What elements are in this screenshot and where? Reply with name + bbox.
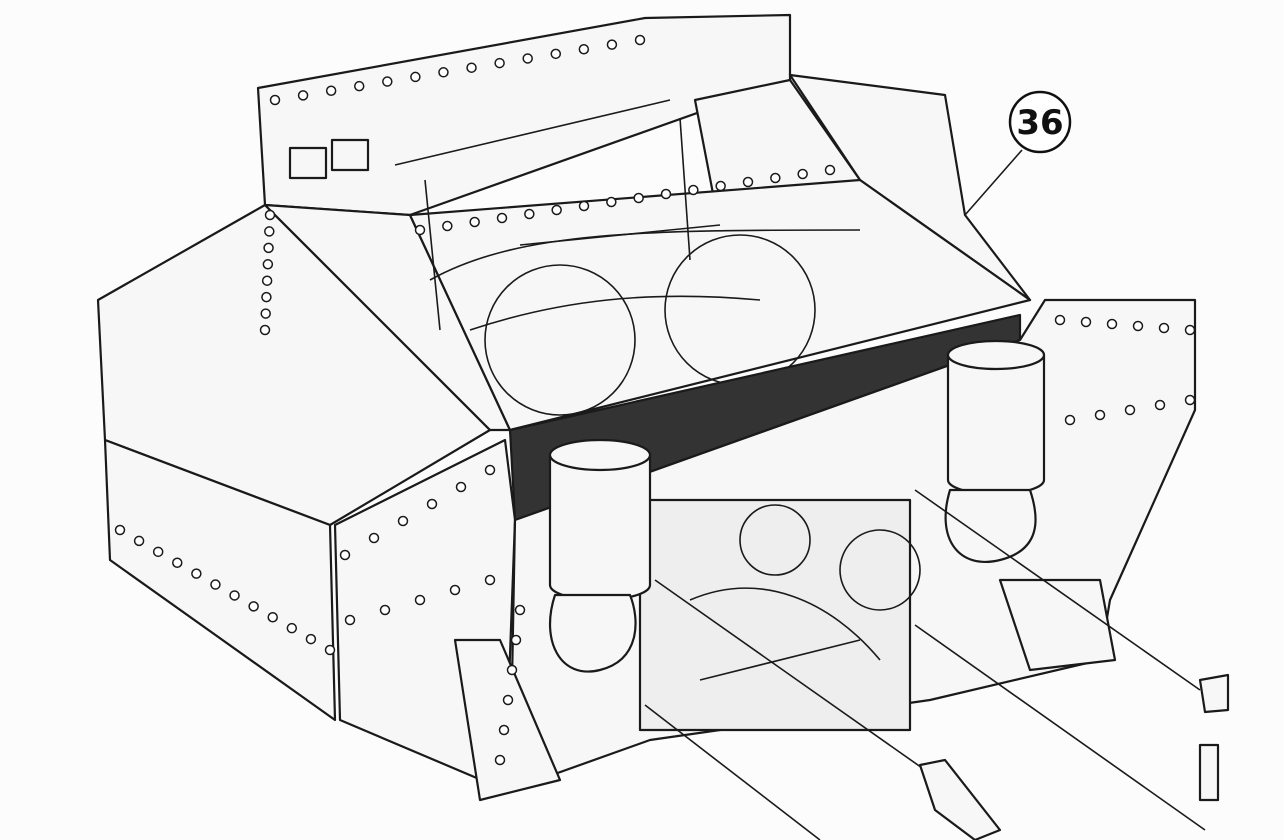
rivet — [379, 604, 391, 616]
rivet — [382, 76, 393, 87]
rivet — [133, 535, 145, 547]
rivet — [324, 644, 336, 656]
right-air-filter — [944, 339, 1046, 563]
rivet — [438, 67, 449, 78]
rivet — [1132, 320, 1144, 332]
rivet — [263, 242, 274, 254]
rivet — [229, 590, 240, 601]
rivets — [114, 34, 1196, 766]
rivet — [114, 524, 126, 536]
rivet — [414, 224, 426, 236]
rivet — [770, 172, 781, 184]
rivet — [506, 664, 518, 676]
rivet — [1184, 324, 1196, 336]
rivet — [1054, 314, 1066, 326]
rivet — [660, 188, 672, 200]
rivet — [606, 39, 618, 50]
rivet — [550, 48, 562, 60]
leader-lines — [644, 149, 1206, 840]
callout-36: 36 — [1008, 90, 1072, 154]
rivet — [1184, 394, 1196, 406]
rivet — [449, 584, 461, 596]
rivet — [742, 176, 754, 188]
rivet — [498, 724, 510, 736]
rivet — [297, 90, 309, 101]
rivet — [210, 579, 221, 590]
rivet — [466, 62, 477, 73]
left-air-filter — [548, 438, 652, 673]
rivet — [633, 192, 644, 204]
rivet — [496, 212, 508, 224]
rivet — [261, 291, 272, 303]
rivet — [426, 498, 438, 510]
rivet — [1158, 322, 1170, 334]
rivet — [172, 557, 183, 568]
rivet — [502, 694, 514, 706]
rivet — [578, 43, 590, 55]
rivet — [578, 200, 590, 212]
rivet — [269, 94, 281, 106]
rivet — [261, 275, 273, 286]
rivet — [191, 568, 202, 579]
rivet — [397, 515, 409, 527]
rivet — [248, 601, 259, 612]
rivet — [410, 71, 421, 83]
rivet — [442, 220, 453, 232]
rivet — [634, 34, 646, 46]
rivet — [267, 612, 278, 623]
rivet — [494, 57, 505, 69]
rivet — [1124, 404, 1136, 416]
rivet — [688, 184, 699, 196]
rivet — [1106, 318, 1118, 330]
callout-number: 36 — [1016, 103, 1063, 143]
rivet — [414, 594, 426, 606]
rivet — [1094, 409, 1106, 421]
rivet — [260, 308, 271, 319]
rivet — [524, 208, 535, 220]
rivet — [264, 226, 275, 237]
rivet — [484, 464, 496, 476]
rivet — [494, 754, 506, 766]
rivet — [797, 168, 808, 180]
rivet — [1080, 316, 1092, 328]
rivet — [305, 633, 317, 645]
rivet — [606, 196, 617, 208]
rivet — [1064, 414, 1076, 426]
rivet — [259, 324, 271, 336]
loose-parts — [918, 673, 1230, 840]
rivet — [325, 85, 337, 97]
rivet — [522, 53, 533, 64]
rivet — [1154, 399, 1166, 411]
rivet — [510, 634, 522, 646]
rivet — [469, 216, 480, 228]
rivet — [353, 80, 365, 92]
rivet — [455, 481, 467, 493]
rivet — [152, 546, 164, 558]
rivet — [286, 622, 298, 634]
rivet — [715, 180, 726, 192]
rivet — [484, 574, 496, 586]
rivet — [824, 164, 836, 176]
rivet — [344, 614, 356, 626]
rivet — [551, 204, 562, 216]
rivet — [514, 604, 526, 616]
engine — [408, 117, 1032, 432]
rivet — [339, 549, 351, 561]
rivet — [264, 209, 276, 221]
rivet — [368, 532, 380, 544]
rivet — [262, 259, 274, 270]
